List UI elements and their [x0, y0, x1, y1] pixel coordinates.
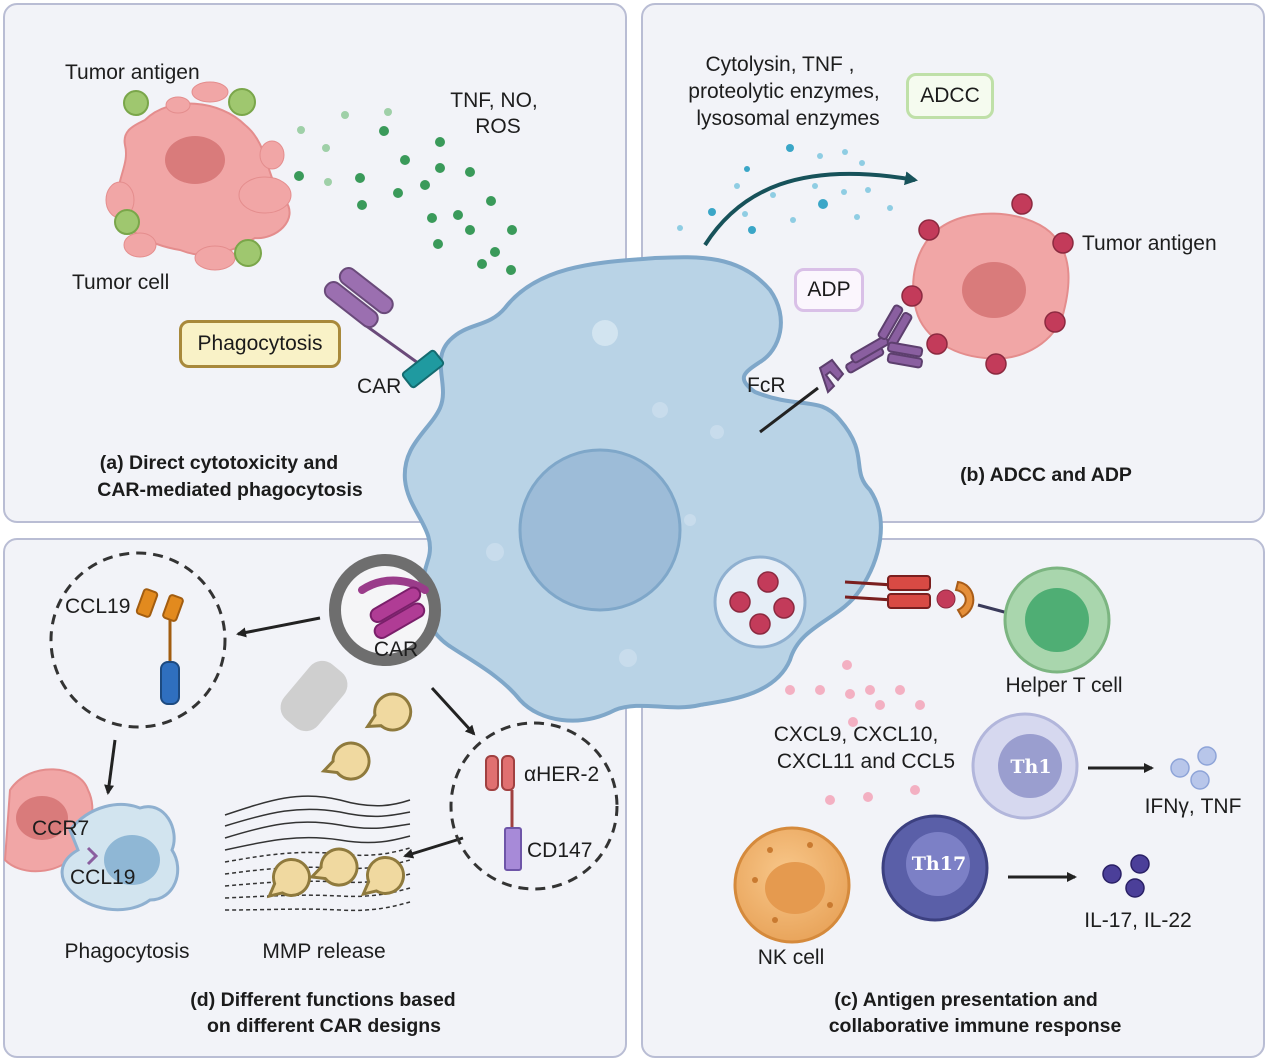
mmp-enzymes — [266, 692, 413, 899]
chemokine-dots — [785, 660, 925, 805]
caption-b: (b) ADCC and ADP — [960, 464, 1132, 486]
ccl19-bottom-label: CCL19 — [70, 866, 136, 889]
magnifier — [280, 554, 441, 732]
fcr-label: FcR — [747, 374, 786, 397]
secreted-line3: lysosomal enzymes — [696, 107, 880, 130]
ccl19-car-circle — [49, 551, 227, 729]
th17-cell — [881, 814, 989, 922]
phagocytosis-box: Phagocytosis — [179, 320, 341, 368]
chemokines-line1: CXCL9, CXCL10, — [773, 723, 939, 746]
th17-label: Th17 — [911, 853, 967, 875]
aher2-label: αHER-2 — [524, 763, 600, 786]
car-label-a: CAR — [357, 375, 402, 398]
mmp-release-label: MMP release — [262, 940, 386, 963]
phagosome — [713, 555, 807, 649]
il17-il22-label: IL-17, IL-22 — [1084, 909, 1192, 932]
tumor-cell-label: Tumor cell — [72, 271, 170, 294]
cytotoxic-molecules — [294, 108, 517, 275]
cd147-label: CD147 — [527, 839, 593, 862]
molecules-label: TNF, NO, — [450, 89, 538, 112]
ifn-tnf-molecules — [1170, 746, 1217, 790]
dc-tumor-interaction — [3, 768, 180, 912]
tumor-antigen-label-b: Tumor antigen — [1082, 232, 1217, 255]
adp-box: ADP — [794, 268, 864, 312]
caption-a-line2: CAR-mediated phagocytosis — [97, 479, 363, 501]
helper-t-cell — [1003, 566, 1111, 674]
caption-d-line2: on different CAR designs — [206, 1015, 442, 1037]
ccr7-label: CCR7 — [32, 817, 90, 840]
secreted-line2: proteolytic enzymes, — [688, 80, 880, 103]
nk-cell-label: NK cell — [757, 946, 825, 969]
il17-il22-molecules — [1102, 854, 1150, 898]
caption-d-line1: (d) Different functions based — [190, 989, 456, 1011]
car-label-d: CAR — [373, 638, 419, 661]
molecules-label-2: ROS — [475, 115, 521, 138]
helper-t-label: Helper T cell — [1005, 674, 1123, 697]
car-receptor-a — [323, 267, 445, 389]
macrophage-cell — [402, 255, 883, 723]
th1-label: Th1 — [1010, 756, 1052, 778]
tumor-cell-a — [105, 81, 292, 271]
her2-car-circle — [449, 721, 619, 891]
ifn-tnf-label: IFNγ, TNF — [1144, 795, 1242, 818]
caption-a-line1: (a) Direct cytotoxicity and — [99, 452, 339, 474]
phagocytosis-label-d: Phagocytosis — [64, 940, 190, 963]
th1-cell — [971, 712, 1079, 820]
secreted-line1: Cytolysin, TNF , — [705, 53, 855, 76]
nk-cell — [733, 826, 851, 944]
chemokines-line2: CXCL11 and CCL5 — [776, 750, 956, 773]
adcc-box: ADCC — [906, 73, 994, 119]
caption-c-line1: (c) Antigen presentation and — [834, 989, 1098, 1011]
ccl19-label: CCL19 — [65, 595, 131, 618]
adcc-spray — [677, 144, 918, 247]
tumor-antigen-label-a: Tumor antigen — [65, 61, 200, 84]
tumor-cell-b — [901, 193, 1074, 375]
caption-c-line2: collaborative immune response — [828, 1015, 1122, 1037]
mhc-tcr — [844, 575, 1009, 619]
fc-receptor — [759, 304, 924, 434]
